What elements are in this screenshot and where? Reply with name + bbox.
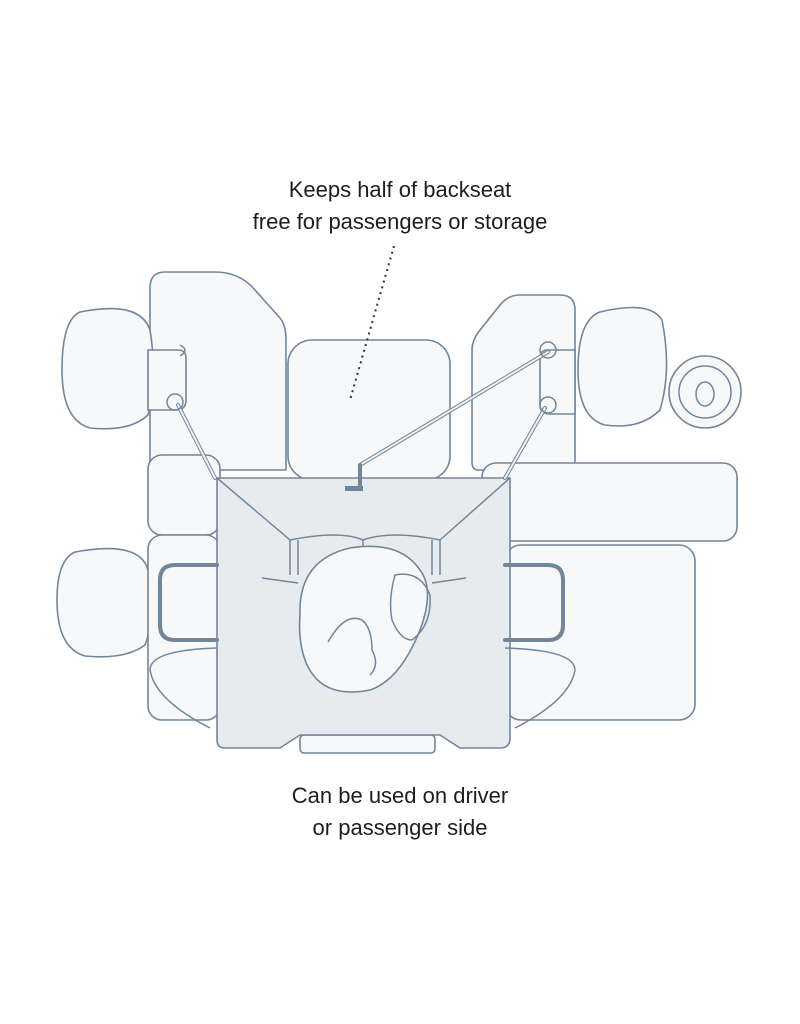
headrest-rear-left	[61, 307, 155, 430]
bottom-caption: Can be used on driver or passenger side	[0, 780, 800, 844]
steering-wheel	[668, 355, 742, 429]
front-passenger-seat-back	[471, 294, 576, 471]
top-caption: Keeps half of backseat free for passenge…	[0, 174, 800, 238]
dog	[298, 545, 431, 693]
headrest-rear-right	[56, 547, 152, 658]
bottom-caption-line-2: or passenger side	[312, 815, 488, 840]
straps	[149, 341, 576, 729]
hammock-floor-tab	[299, 734, 436, 754]
top-caption-line-2: free for passengers or storage	[252, 209, 548, 234]
front-seat-cushion	[504, 544, 696, 721]
bottom-caption-line-1: Can be used on driver	[291, 783, 509, 808]
top-caption-line-1: Keeps half of backseat	[288, 177, 512, 202]
callout-leader-line	[349, 245, 395, 401]
headrest-post	[539, 349, 576, 415]
headrest-front-left	[577, 306, 668, 427]
front-console	[481, 462, 738, 542]
dog-body	[298, 545, 429, 693]
